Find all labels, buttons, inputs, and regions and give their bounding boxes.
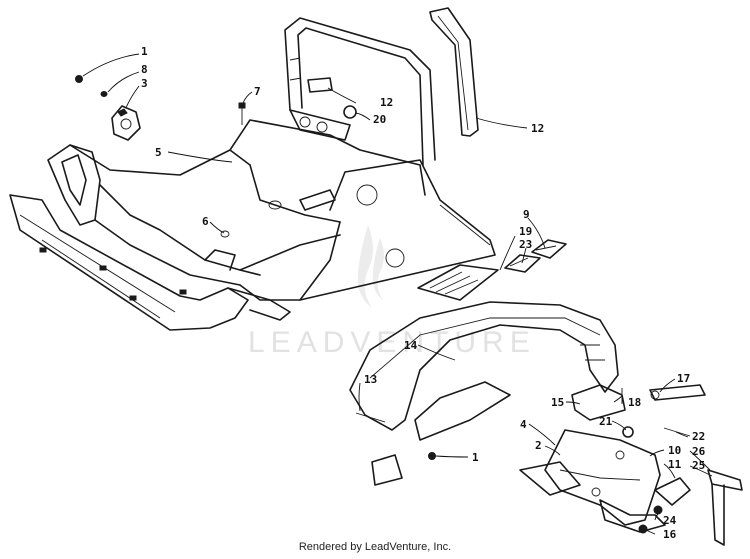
callout-26: 26 (692, 445, 706, 458)
bolt-part-7 (238, 102, 246, 125)
callout-12-a: 12 (380, 96, 393, 109)
callout-15: 15 (551, 396, 564, 409)
callout-21: 21 (599, 415, 613, 428)
callout-9: 9 (523, 208, 530, 221)
callout-7: 7 (254, 85, 261, 98)
callout-8: 8 (141, 63, 148, 76)
callout-3: 3 (141, 77, 148, 90)
callout-20: 20 (373, 113, 386, 126)
callout-17: 17 (677, 372, 690, 385)
callout-1-bottom: 1 (472, 451, 479, 464)
callout-5: 5 (155, 146, 162, 159)
callout-12-b: 12 (531, 122, 544, 135)
washer-part-8 (100, 91, 108, 97)
callout-11: 11 (668, 458, 682, 471)
handle-strip-part-12 (429, 7, 479, 137)
mount-bracket-part-3 (111, 105, 141, 141)
grommet-part-20 (343, 105, 357, 119)
callout-6: 6 (202, 215, 209, 228)
callout-2: 2 (535, 439, 542, 452)
footer-credit: Rendered by LeadVenture, Inc. (298, 541, 452, 553)
callout-24: 24 (663, 514, 677, 527)
callout-23: 23 (519, 238, 532, 251)
callout-14: 14 (404, 339, 418, 352)
callout-16: 16 (663, 528, 677, 541)
watermark-logo (357, 225, 384, 308)
callout-19: 19 (519, 225, 532, 238)
rear-flap-part-14 (349, 301, 619, 486)
callout-4: 4 (520, 418, 527, 431)
leader-lines (82, 53, 713, 535)
nut-part-16 (638, 524, 648, 534)
nut-part-1-lower (428, 452, 436, 460)
hitch-assembly (519, 429, 743, 546)
chassis-frame (9, 17, 496, 331)
callout-22: 22 (692, 430, 705, 443)
callout-13: 13 (364, 373, 377, 386)
decals-part-9-19-23 (417, 239, 567, 301)
pad-part-12 (307, 77, 333, 93)
nut-part-1 (75, 75, 83, 83)
callout-1-top: 1 (141, 45, 148, 58)
bracket-part-15 (571, 384, 626, 421)
callout-10: 10 (668, 444, 681, 457)
washer-part-21 (622, 426, 634, 438)
watermark-text: LEADVENTURE (248, 326, 536, 359)
callout-18: 18 (628, 396, 641, 409)
callout-25: 25 (692, 459, 705, 472)
nut-part-24 (653, 505, 663, 515)
screw-part-13 (355, 412, 386, 423)
handle-part-17 (649, 384, 706, 401)
callout-labels: 1 8 3 7 12 20 12 5 6 9 19 23 14 13 17 15… (141, 45, 706, 541)
